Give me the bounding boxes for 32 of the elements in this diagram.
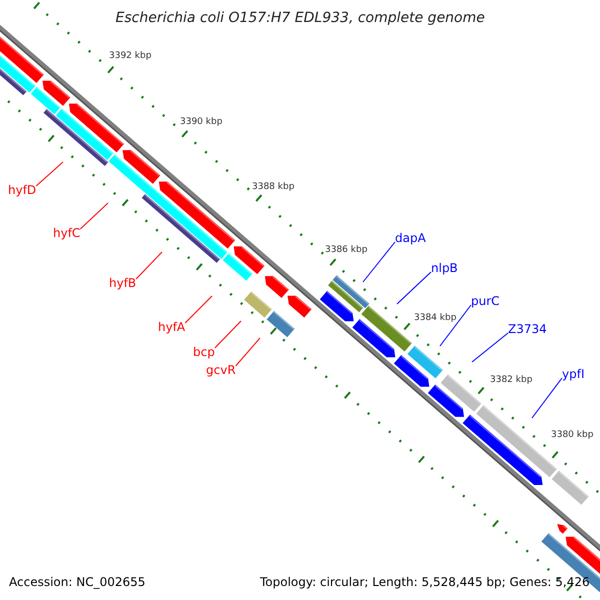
leader-line (235, 338, 260, 366)
gene-label: gcvR (206, 364, 236, 376)
gene-label: ypfI (562, 368, 584, 380)
leader-line (472, 332, 508, 362)
scale-label: 3380 kbp (551, 431, 594, 440)
scale-label: 3384 kbp (414, 314, 456, 323)
leader-line (440, 304, 472, 346)
scale-label: 3382 kbp (490, 376, 532, 385)
gene-label: hyfC (53, 227, 80, 239)
gene-label: Z3734 (508, 323, 547, 335)
scale-label: 3392 kbp (109, 52, 152, 61)
leader-line (396, 272, 432, 304)
gene-label: purC (471, 295, 500, 307)
diagram-title: Escherichia coli O157:H7 EDL933, complete genome (116, 11, 485, 25)
leader-line (532, 378, 562, 418)
scale-label: 3390 kbp (180, 118, 222, 127)
leader-line (214, 320, 242, 348)
genome-info-text: Topology: circular; Length: 5,528,445 bp; Genes: 5,426 (260, 576, 590, 588)
gene-label: dapA (395, 232, 426, 244)
gene-label: hyfA (158, 321, 186, 333)
scale-label: 3386 kbp (325, 246, 368, 255)
gene-label: hyfD (8, 184, 36, 196)
leader-line (80, 202, 108, 230)
leader-line (136, 252, 162, 280)
gene-label: nlpB (431, 262, 458, 274)
scale-label: 3388 kbp (252, 183, 294, 192)
accession-text: Accession: NC_002655 (9, 576, 146, 588)
gene-label: bcp (193, 346, 215, 358)
leader-line (362, 242, 396, 282)
leader-line (36, 162, 64, 186)
gene-label: hyfB (109, 277, 136, 289)
leader-line (184, 296, 212, 324)
